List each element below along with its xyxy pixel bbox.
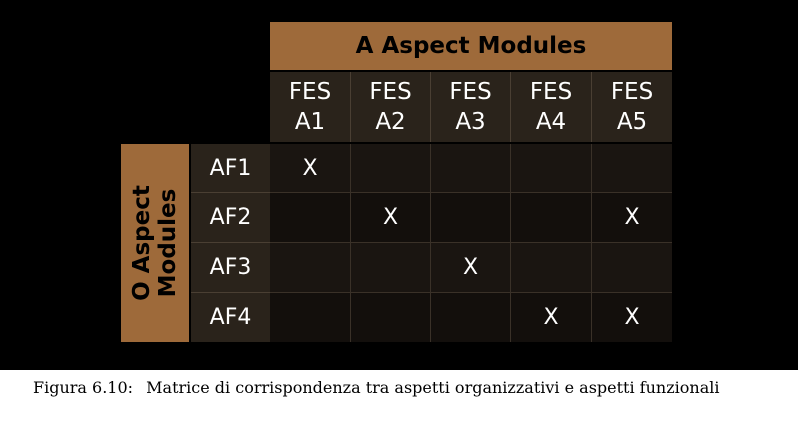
column-header-a3: FES A3 <box>431 72 511 142</box>
figure-caption-label: Figura 6.10: <box>33 378 134 397</box>
matrix-cell <box>270 293 351 342</box>
matrix-cell: X <box>511 293 592 342</box>
column-header-line2: A4 <box>535 109 567 135</box>
matrix-cell: X <box>431 243 511 293</box>
row-header-af3: AF3 <box>191 243 270 293</box>
matrix-cell <box>351 243 431 293</box>
column-header-line2: A1 <box>294 109 326 135</box>
matrix-cell <box>431 144 511 193</box>
column-header-a4: FES A4 <box>511 72 592 142</box>
matrix-cell <box>431 293 511 342</box>
left-banner: O Aspect Modules <box>121 144 189 342</box>
matrix-cell <box>511 144 592 193</box>
column-header-line1: FES <box>288 79 332 105</box>
matrix-cell: X <box>270 144 351 193</box>
matrix-cell <box>351 144 431 193</box>
left-banner-line1: O Aspect <box>129 185 155 301</box>
matrix-cell <box>592 144 672 193</box>
column-header-line2: A2 <box>375 109 406 135</box>
column-header-line2: A3 <box>455 109 486 135</box>
row-header-af4: AF4 <box>191 293 270 342</box>
column-header-a5: FES A5 <box>592 72 672 142</box>
matrix-cell: X <box>351 193 431 243</box>
row-header-af1: AF1 <box>191 144 270 193</box>
matrix-cell: X <box>592 293 672 342</box>
figure-canvas: A Aspect Modules FES A1 FES A2 FES A3 FE… <box>0 0 798 370</box>
matrix-cell <box>270 193 351 243</box>
matrix-cell <box>351 293 431 342</box>
column-header-line1: FES <box>449 79 492 105</box>
figure-caption: Figura 6.10: Matrice di corrispondenza t… <box>33 377 761 399</box>
column-header-a2: FES A2 <box>351 72 431 142</box>
matrix-cell <box>511 193 592 243</box>
column-header-line1: FES <box>610 79 654 105</box>
left-banner-line2: Modules <box>155 188 181 298</box>
column-header-a1: FES A1 <box>270 72 351 142</box>
matrix-cell <box>270 243 351 293</box>
top-banner-title: A Aspect Modules <box>270 22 672 70</box>
matrix-cell: X <box>592 193 672 243</box>
matrix-cell <box>431 193 511 243</box>
figure-caption-text: Matrice di corrispondenza tra aspetti or… <box>146 378 720 397</box>
column-header-line2: A5 <box>616 109 648 135</box>
column-header-line1: FES <box>369 79 412 105</box>
matrix-cell <box>592 243 672 293</box>
column-header-line1: FES <box>529 79 573 105</box>
left-banner-title: O Aspect Modules <box>129 185 181 301</box>
row-header-af2: AF2 <box>191 193 270 243</box>
matrix-cell <box>511 243 592 293</box>
